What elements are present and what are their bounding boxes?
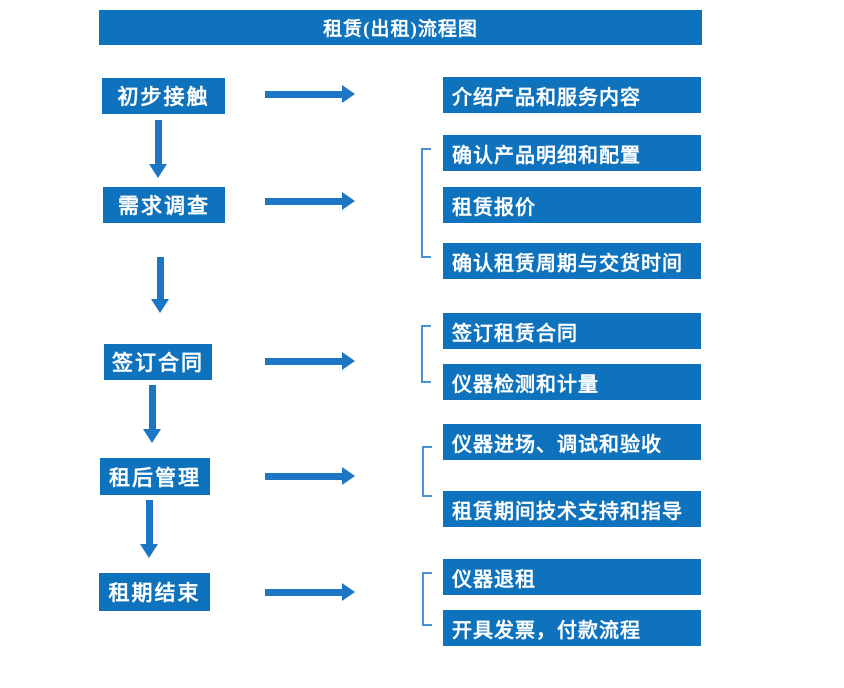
arrow-shaft bbox=[265, 91, 343, 98]
detail-box-rental-quote: 租赁报价 bbox=[443, 187, 701, 223]
detail-box-introduce-products: 介绍产品和服务内容 bbox=[443, 77, 701, 113]
detail-box-sign-rental-contract: 签订租赁合同 bbox=[443, 313, 701, 349]
arrow-shaft bbox=[265, 358, 343, 365]
arrow-head-icon bbox=[342, 583, 355, 601]
arrow-shaft bbox=[155, 120, 162, 164]
arrow-head-icon bbox=[342, 85, 355, 103]
detail-box-instrument-setup-acceptance: 仪器进场、调试和验收 bbox=[443, 424, 701, 460]
detail-box-confirm-product-config: 确认产品明细和配置 bbox=[443, 135, 701, 171]
step-box-post-rental-management: 租后管理 bbox=[100, 458, 210, 495]
detail-box-instrument-return: 仪器退租 bbox=[443, 559, 701, 595]
arrow-shaft bbox=[146, 500, 153, 544]
arrow-head-icon bbox=[149, 164, 167, 178]
arrow-head-icon bbox=[342, 352, 355, 370]
step-box-demand-survey: 需求调查 bbox=[103, 187, 225, 223]
arrow-head-icon bbox=[151, 299, 169, 313]
step-box-initial-contact: 初步接触 bbox=[102, 78, 225, 114]
arrow-head-icon bbox=[342, 467, 355, 485]
arrow-shaft bbox=[265, 198, 343, 205]
arrow-shaft bbox=[157, 257, 164, 299]
flowchart-title: 租赁(出租)流程图 bbox=[99, 10, 702, 45]
bracket-step2-details bbox=[421, 148, 431, 258]
detail-box-invoice-payment: 开具发票，付款流程 bbox=[443, 610, 701, 646]
step-box-rental-end: 租期结束 bbox=[99, 573, 210, 611]
arrow-shaft bbox=[265, 589, 343, 596]
detail-box-confirm-period-delivery: 确认租赁周期与交货时间 bbox=[443, 243, 701, 279]
arrow-shaft bbox=[265, 473, 343, 480]
arrow-head-icon bbox=[342, 192, 355, 210]
detail-box-tech-support: 租赁期间技术支持和指导 bbox=[443, 491, 701, 527]
arrow-head-icon bbox=[140, 544, 158, 558]
arrow-shaft bbox=[149, 385, 156, 429]
bracket-step4-details bbox=[422, 446, 432, 497]
bracket-step3-details bbox=[421, 325, 431, 383]
detail-box-instrument-testing: 仪器检测和计量 bbox=[443, 364, 701, 400]
bracket-step5-details bbox=[422, 572, 432, 626]
step-box-sign-contract: 签订合同 bbox=[104, 344, 212, 380]
arrow-head-icon bbox=[143, 429, 161, 443]
